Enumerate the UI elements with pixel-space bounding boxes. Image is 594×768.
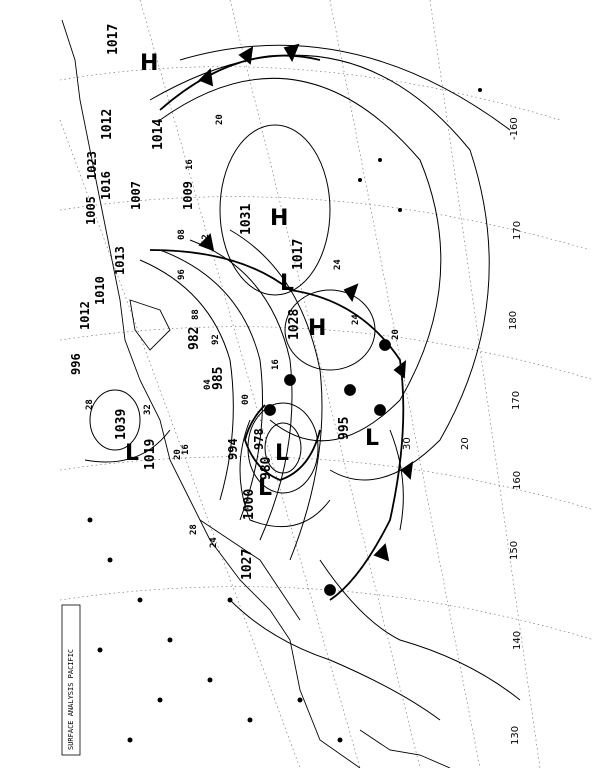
pressure-label: 1010 — [93, 276, 107, 305]
pressure-label: 1019 — [143, 439, 158, 470]
pressure-label: 1039 — [114, 409, 129, 440]
pressure-label: 1005 — [84, 196, 98, 225]
isobar-label: 28 — [189, 524, 199, 535]
pressure-label: 1007 — [129, 181, 143, 210]
pressure-label: 1012 — [100, 109, 115, 140]
meta-text: SURFACE ANALYSIS PACIFIC — [67, 649, 75, 750]
pressure-label: 1012 — [78, 301, 92, 330]
pressure-label: 994 — [226, 438, 240, 460]
isobar-label: 92 — [211, 334, 221, 345]
meridian-label: 30 — [402, 437, 413, 450]
coastline — [61, 19, 451, 768]
meridian-label: 180 — [508, 311, 519, 330]
isobar-label: 16 — [185, 159, 195, 170]
centre-l-east: L — [365, 426, 379, 451]
pressure-label: 1014 — [151, 119, 166, 150]
isobar-label: 24 — [209, 537, 219, 548]
pressure-label: 978 — [252, 428, 266, 450]
meridian-labels: -160 170 180 170 160 150 140 130 20 30 — [402, 117, 523, 745]
pressure-label: 1023 — [85, 151, 99, 180]
meridian-label: 130 — [510, 726, 521, 745]
pressure-label: 1028 — [287, 309, 302, 340]
pressure-label: 996 — [69, 353, 83, 375]
isobar-label: 32 — [143, 404, 153, 415]
isobar-label: 24 — [333, 259, 343, 270]
meridian-label: 170 — [511, 391, 522, 410]
centre-l-main: L — [275, 441, 289, 466]
meridian-label: -160 — [509, 117, 520, 140]
isobar-label: 12 — [201, 234, 211, 245]
isobar-label: 08 — [177, 229, 187, 240]
pressure-centres: H H H L L L L L — [125, 51, 379, 501]
meridian-label: 160 — [512, 471, 523, 490]
isobar-label: 20 — [173, 449, 183, 460]
station-plots — [87, 88, 482, 743]
pressure-label: 982 — [187, 327, 202, 350]
pressure-label: 1017 — [291, 239, 306, 270]
pressure-label: 985 — [211, 367, 226, 390]
pressure-label: 1013 — [113, 246, 127, 275]
pressure-label: 1017 — [106, 24, 121, 55]
meridian-label: 140 — [512, 631, 523, 650]
fronts — [149, 43, 414, 601]
isobar-label: 00 — [241, 394, 251, 405]
pressure-labels: 1017 1012 1014 1023 1016 1005 1009 1007 … — [69, 24, 352, 580]
pressure-label: 1016 — [99, 171, 113, 200]
meridian-label: 150 — [509, 541, 520, 560]
isobar-label: 20 — [391, 329, 401, 340]
meta-block: SURFACE ANALYSIS PACIFIC — [61, 604, 81, 756]
pressure-label: 1009 — [181, 181, 195, 210]
pressure-label: 995 — [337, 417, 352, 440]
centre-l-west: L — [125, 441, 139, 466]
centre-h-north: H — [140, 51, 158, 76]
meridian-label: 20 — [460, 437, 471, 450]
isobar-label: 16 — [181, 444, 191, 455]
isobar-labels: 20 16 12 08 96 88 92 04 00 16 24 24 20 2… — [85, 114, 401, 548]
pressure-label: 1000 — [242, 489, 257, 520]
meridian-label: 170 — [512, 221, 523, 240]
isobar-label: 28 — [85, 399, 95, 410]
isobar-label: 88 — [191, 309, 201, 320]
graticule — [59, 0, 594, 768]
isobar-label: 20 — [215, 114, 225, 125]
centre-h-centre: H — [308, 316, 326, 341]
isobar-label: 16 — [271, 359, 281, 370]
pressure-label: 1031 — [239, 204, 254, 235]
pressure-label: 980 — [259, 456, 274, 480]
centre-l-south: L — [258, 476, 272, 501]
centre-h-east: H — [270, 206, 288, 231]
isobar-label: 04 — [203, 379, 213, 390]
pressure-label: 1027 — [240, 549, 255, 580]
isobar-label: 96 — [177, 269, 187, 280]
isobar-label: 24 — [351, 314, 361, 325]
centre-l-north: L — [280, 271, 294, 296]
